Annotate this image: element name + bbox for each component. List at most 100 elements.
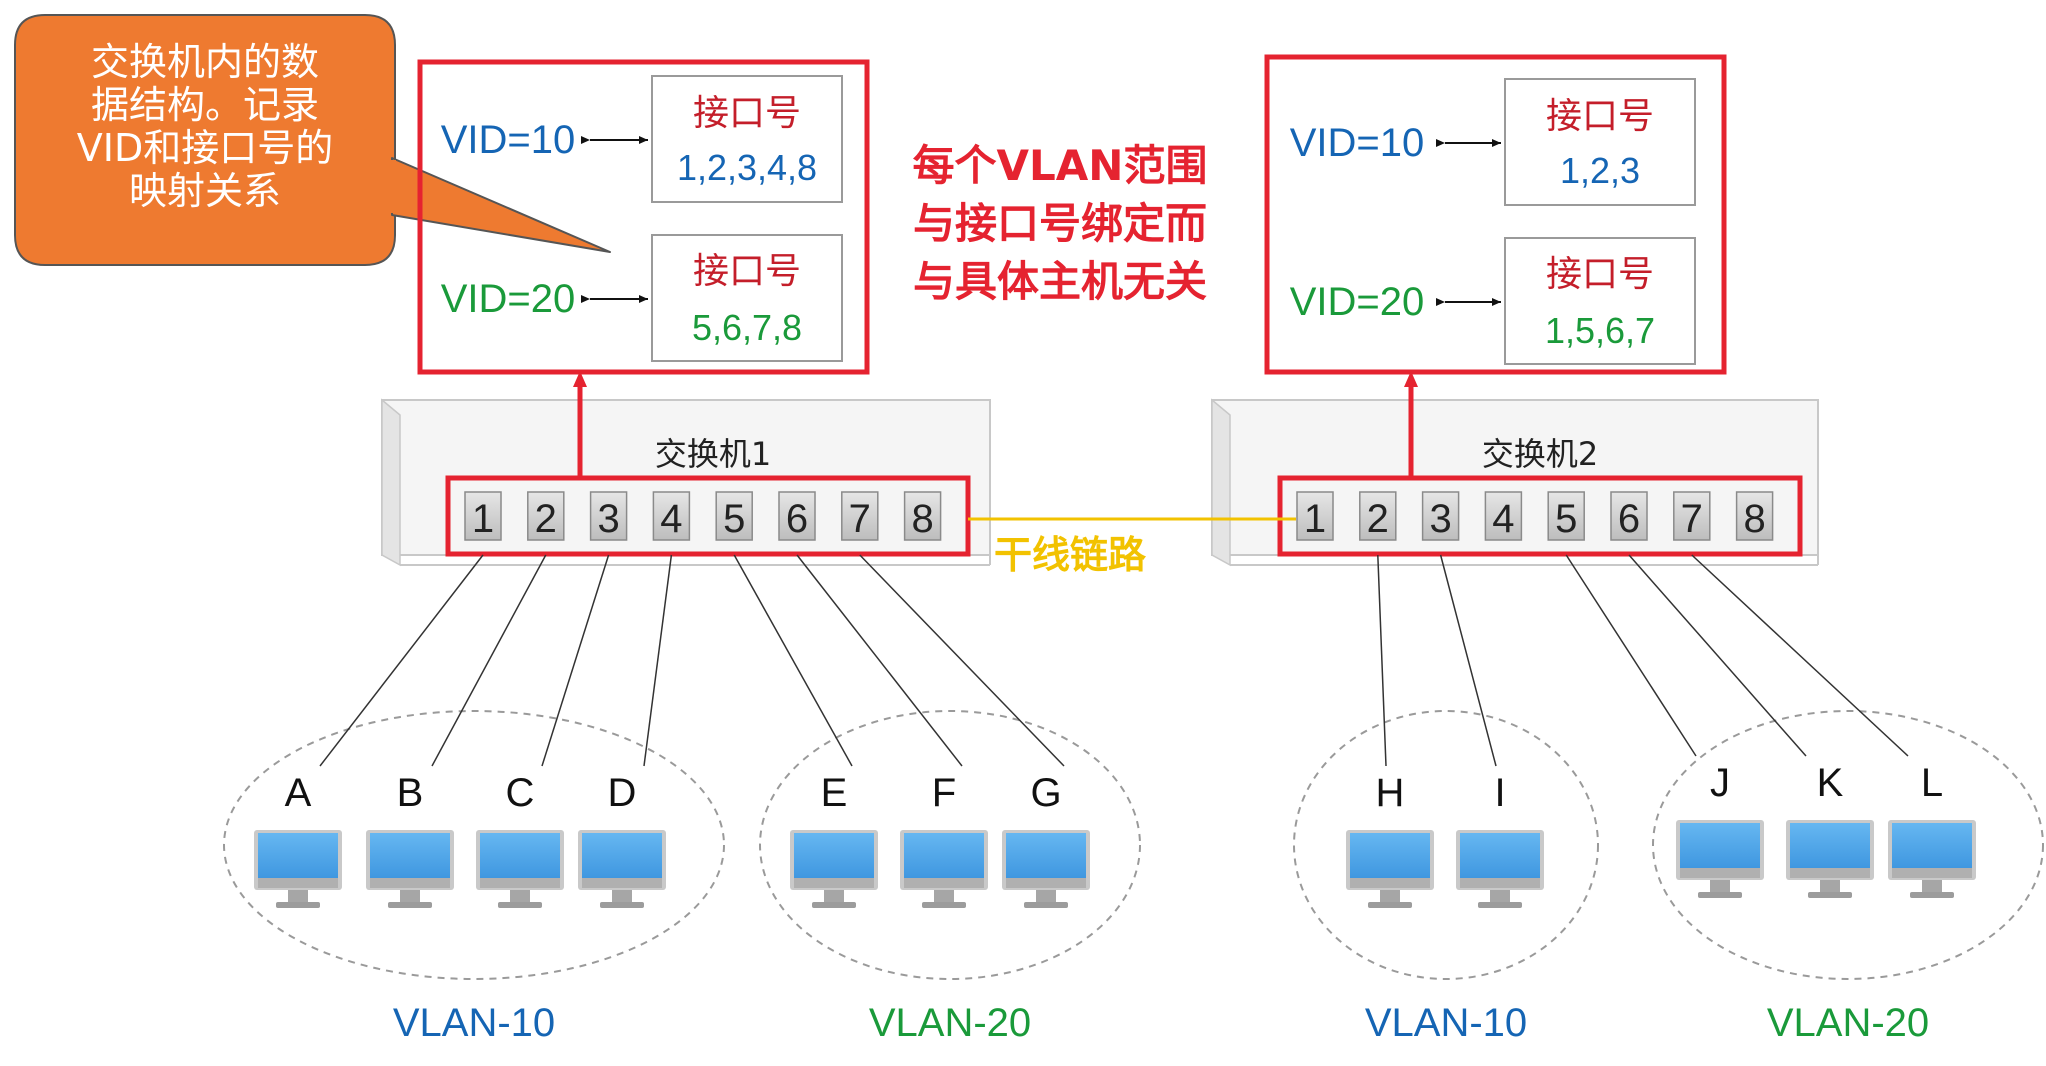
monitor-base (1808, 892, 1852, 898)
host-computer-icon (1456, 830, 1544, 908)
port-list: 1,5,6,7 (1545, 310, 1655, 351)
vlan-group-sw1-vlan20 (759, 710, 1141, 980)
port-number: 3 (1429, 497, 1451, 541)
host-label: A (285, 771, 312, 815)
monitor-base (276, 902, 320, 908)
monitor-neck (1922, 880, 1942, 892)
monitor-base (1024, 902, 1068, 908)
port-number: 7 (849, 497, 871, 541)
cable (1565, 554, 1697, 757)
vlan-label: VLAN-10 (393, 1001, 555, 1045)
switch1-port-frame (445, 475, 971, 557)
host-computer-icon (1002, 830, 1090, 908)
monitor-screen (1460, 833, 1540, 878)
host-label: I (1494, 771, 1505, 815)
port-number: 6 (1618, 497, 1640, 541)
port-number: 5 (723, 497, 745, 541)
cable (733, 554, 853, 767)
monitor-neck (612, 890, 632, 902)
switch-port (903, 491, 942, 541)
monitor-chin (904, 878, 984, 888)
host-computer-icon (578, 830, 666, 908)
monitor-base (1478, 902, 1522, 908)
port-number: 2 (535, 497, 557, 541)
vid-label: VID=10 (1290, 121, 1425, 165)
cable (1377, 554, 1387, 767)
trunk-link-label: 干线链路 (994, 533, 1147, 577)
monitor-screen (1790, 823, 1870, 868)
switch-port (652, 491, 691, 541)
monitor-chin (582, 878, 662, 888)
monitor-base (498, 902, 542, 908)
host-label: E (821, 771, 848, 815)
port-number: 5 (1555, 497, 1577, 541)
monitor-neck (1380, 890, 1400, 902)
switch-port (589, 491, 628, 541)
monitor-neck (288, 890, 308, 902)
port-number: 6 (786, 497, 808, 541)
host-computer-icon (790, 830, 878, 908)
host-label: J (1710, 761, 1730, 805)
monitor-chin (794, 878, 874, 888)
monitor-base (1698, 892, 1742, 898)
monitor-chin (370, 878, 450, 888)
monitor-chin (1460, 878, 1540, 888)
host-label: D (608, 771, 637, 815)
port-number: 8 (911, 497, 933, 541)
host-computer-icon (900, 830, 988, 908)
callout-line: 映射关系 (129, 169, 281, 213)
monitor-screen (258, 833, 338, 878)
monitor-chin (1006, 878, 1086, 888)
switch-port (841, 491, 879, 541)
host-computer-icon (1346, 830, 1434, 908)
monitor-screen (904, 833, 984, 878)
switch2-name: 交换机2 (1482, 435, 1598, 473)
vlan-label: VLAN-20 (1767, 1001, 1929, 1045)
cable (1628, 554, 1807, 757)
monitor-screen (1680, 823, 1760, 868)
switch-port (1610, 491, 1648, 541)
port-number: 1 (1304, 497, 1326, 541)
monitor-screen (480, 833, 560, 878)
monitor-screen (582, 833, 662, 878)
cables (319, 554, 1909, 767)
host-computer-icon (254, 830, 342, 908)
port-number: 7 (1681, 497, 1703, 541)
cable (431, 554, 547, 767)
port-list: 5,6,7,8 (692, 307, 802, 348)
monitor-chin (480, 878, 560, 888)
port-header: 接口号 (1546, 254, 1654, 295)
host-label: L (1921, 761, 1943, 805)
vlan-label: VLAN-20 (869, 1001, 1031, 1045)
vlan-group-sw2-vlan20 (1652, 710, 2044, 980)
monitor-chin (1790, 868, 1870, 878)
cable (643, 554, 673, 767)
port-number: 8 (1743, 497, 1765, 541)
host-computer-icon (366, 830, 454, 908)
port-number: 2 (1367, 497, 1389, 541)
switch-port (1296, 491, 1334, 541)
monitor-neck (1490, 890, 1510, 902)
monitor-base (600, 902, 644, 908)
switch1-name: 交换机1 (655, 435, 771, 473)
switch-port (1735, 491, 1774, 541)
vid-label: VID=20 (1290, 280, 1425, 324)
monitor-chin (1680, 868, 1760, 878)
monitor-base (1910, 892, 1954, 898)
monitor-neck (1710, 880, 1730, 892)
switch-port (778, 491, 816, 541)
switch-port (1673, 491, 1711, 541)
monitor-neck (1036, 890, 1056, 902)
monitor-screen (794, 833, 874, 878)
vlan-groups (223, 710, 2044, 980)
monitor-base (812, 902, 856, 908)
cable (796, 554, 963, 767)
